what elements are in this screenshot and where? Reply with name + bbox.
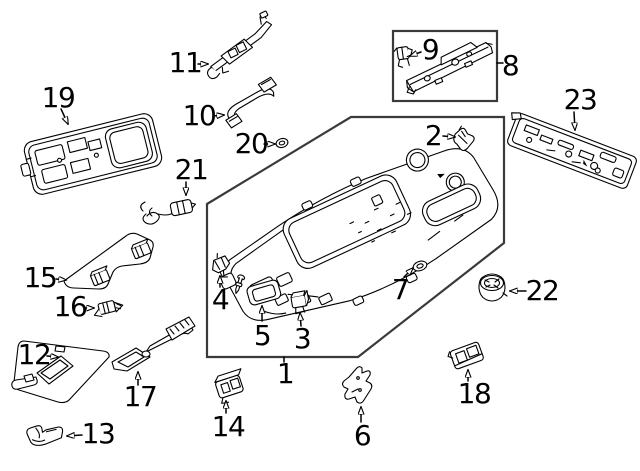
callout-1: 1 [276, 357, 295, 390]
callout-13: 13 [81, 417, 116, 450]
part-5-pad [246, 279, 282, 306]
part-4-pin [235, 274, 246, 295]
callout-23: 23 [563, 83, 598, 116]
callout-9-arrow [410, 52, 422, 56]
callout-6: 6 [353, 419, 372, 452]
callout-3-arrow [300, 313, 301, 327]
part-10-assist-grip [225, 76, 277, 129]
callout-10: 10 [182, 99, 217, 132]
part-13-bracket [26, 425, 64, 446]
callout-10-arrow [212, 115, 224, 116]
callout-9: 9 [421, 33, 440, 66]
part-19-overhead-console [20, 113, 163, 195]
part-18-clip [447, 341, 484, 370]
callout-12-arrow [46, 356, 58, 357]
callout-7-arrow [403, 268, 413, 278]
part-8-lamp-bracket [405, 41, 494, 95]
part-9-clip [393, 46, 413, 68]
part-20-grommet [275, 137, 289, 149]
callout-16: 16 [53, 290, 88, 323]
callout-7: 7 [391, 273, 410, 306]
callout-23-arrow [574, 111, 575, 130]
part-14-clip [214, 368, 244, 404]
callout-21: 21 [174, 153, 209, 186]
part-3-clip [290, 289, 310, 315]
callout-2-arrow [442, 136, 455, 137]
part-17-bracket-arm [111, 316, 196, 372]
part-4-clip [212, 252, 231, 278]
callout-arrows [46, 52, 575, 436]
part-6-hook-bracket [341, 366, 373, 404]
callout-8: 8 [501, 49, 520, 82]
callout-11: 11 [168, 46, 203, 79]
callout-4: 4 [211, 283, 230, 316]
part-12-sun-visor [11, 340, 110, 404]
part-2-clip [453, 125, 475, 152]
callout-13-arrow [67, 435, 83, 436]
part-16-clip [93, 300, 124, 318]
part-1-headliner-panel [219, 148, 499, 321]
callout-22: 22 [525, 274, 560, 307]
callout-15: 15 [23, 261, 58, 294]
part-21-wiring-harness [140, 199, 197, 225]
callout-2: 2 [424, 119, 443, 152]
part-11-bracket [206, 10, 273, 80]
callout-15-arrow [55, 279, 66, 280]
part-22-holder-cap [478, 273, 508, 302]
callout-20: 20 [234, 127, 269, 160]
callout-19: 19 [41, 81, 76, 114]
callout-17: 17 [123, 380, 158, 413]
callout-19-arrow [60, 108, 68, 124]
callout-5: 5 [253, 319, 272, 352]
callout-3: 3 [293, 322, 312, 355]
part-1-detail-box [205, 115, 506, 359]
callout-14: 14 [211, 410, 246, 443]
callout-12: 12 [17, 338, 52, 371]
part-15-visor-holder-frame [63, 232, 154, 290]
callout-18: 18 [457, 377, 492, 410]
part-8-detail-box [391, 29, 499, 103]
part-23-rear-trim-panel [507, 112, 637, 189]
